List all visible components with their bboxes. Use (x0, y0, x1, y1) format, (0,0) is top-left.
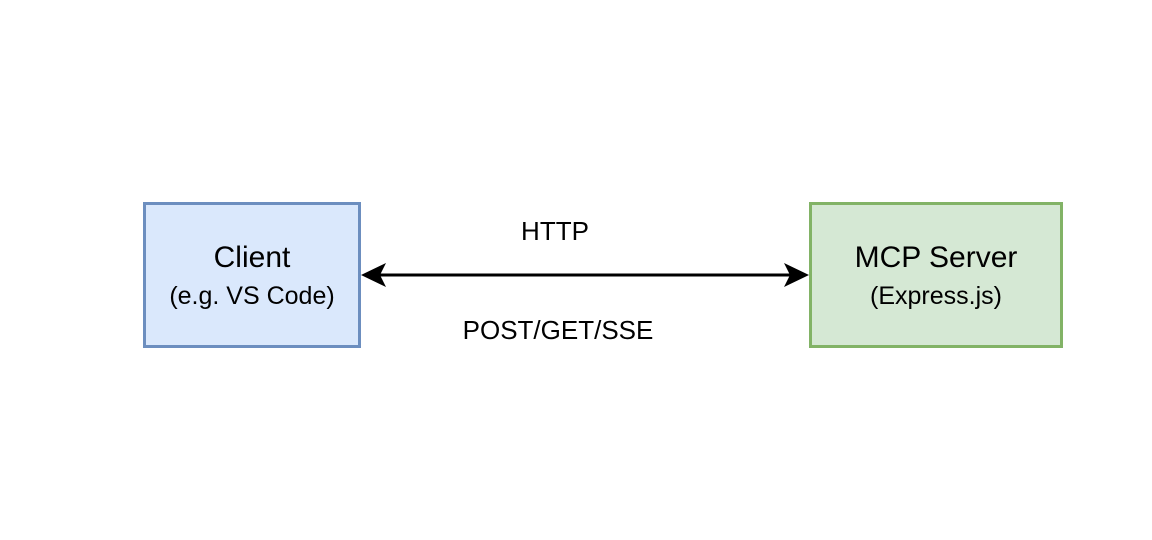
mcp-server-node: MCP Server (Express.js) (809, 202, 1063, 348)
client-node: Client (e.g. VS Code) (143, 202, 361, 348)
connection-label-methods: POST/GET/SSE (462, 315, 654, 345)
client-subtitle: (e.g. VS Code) (169, 282, 335, 310)
server-title: MCP Server (854, 241, 1018, 274)
arrowhead-left-icon (361, 263, 386, 287)
server-subtitle: (Express.js) (870, 282, 1002, 310)
client-title: Client (213, 241, 291, 274)
arrowhead-right-icon (784, 263, 809, 287)
connection-label-http: HTTP (521, 216, 589, 246)
